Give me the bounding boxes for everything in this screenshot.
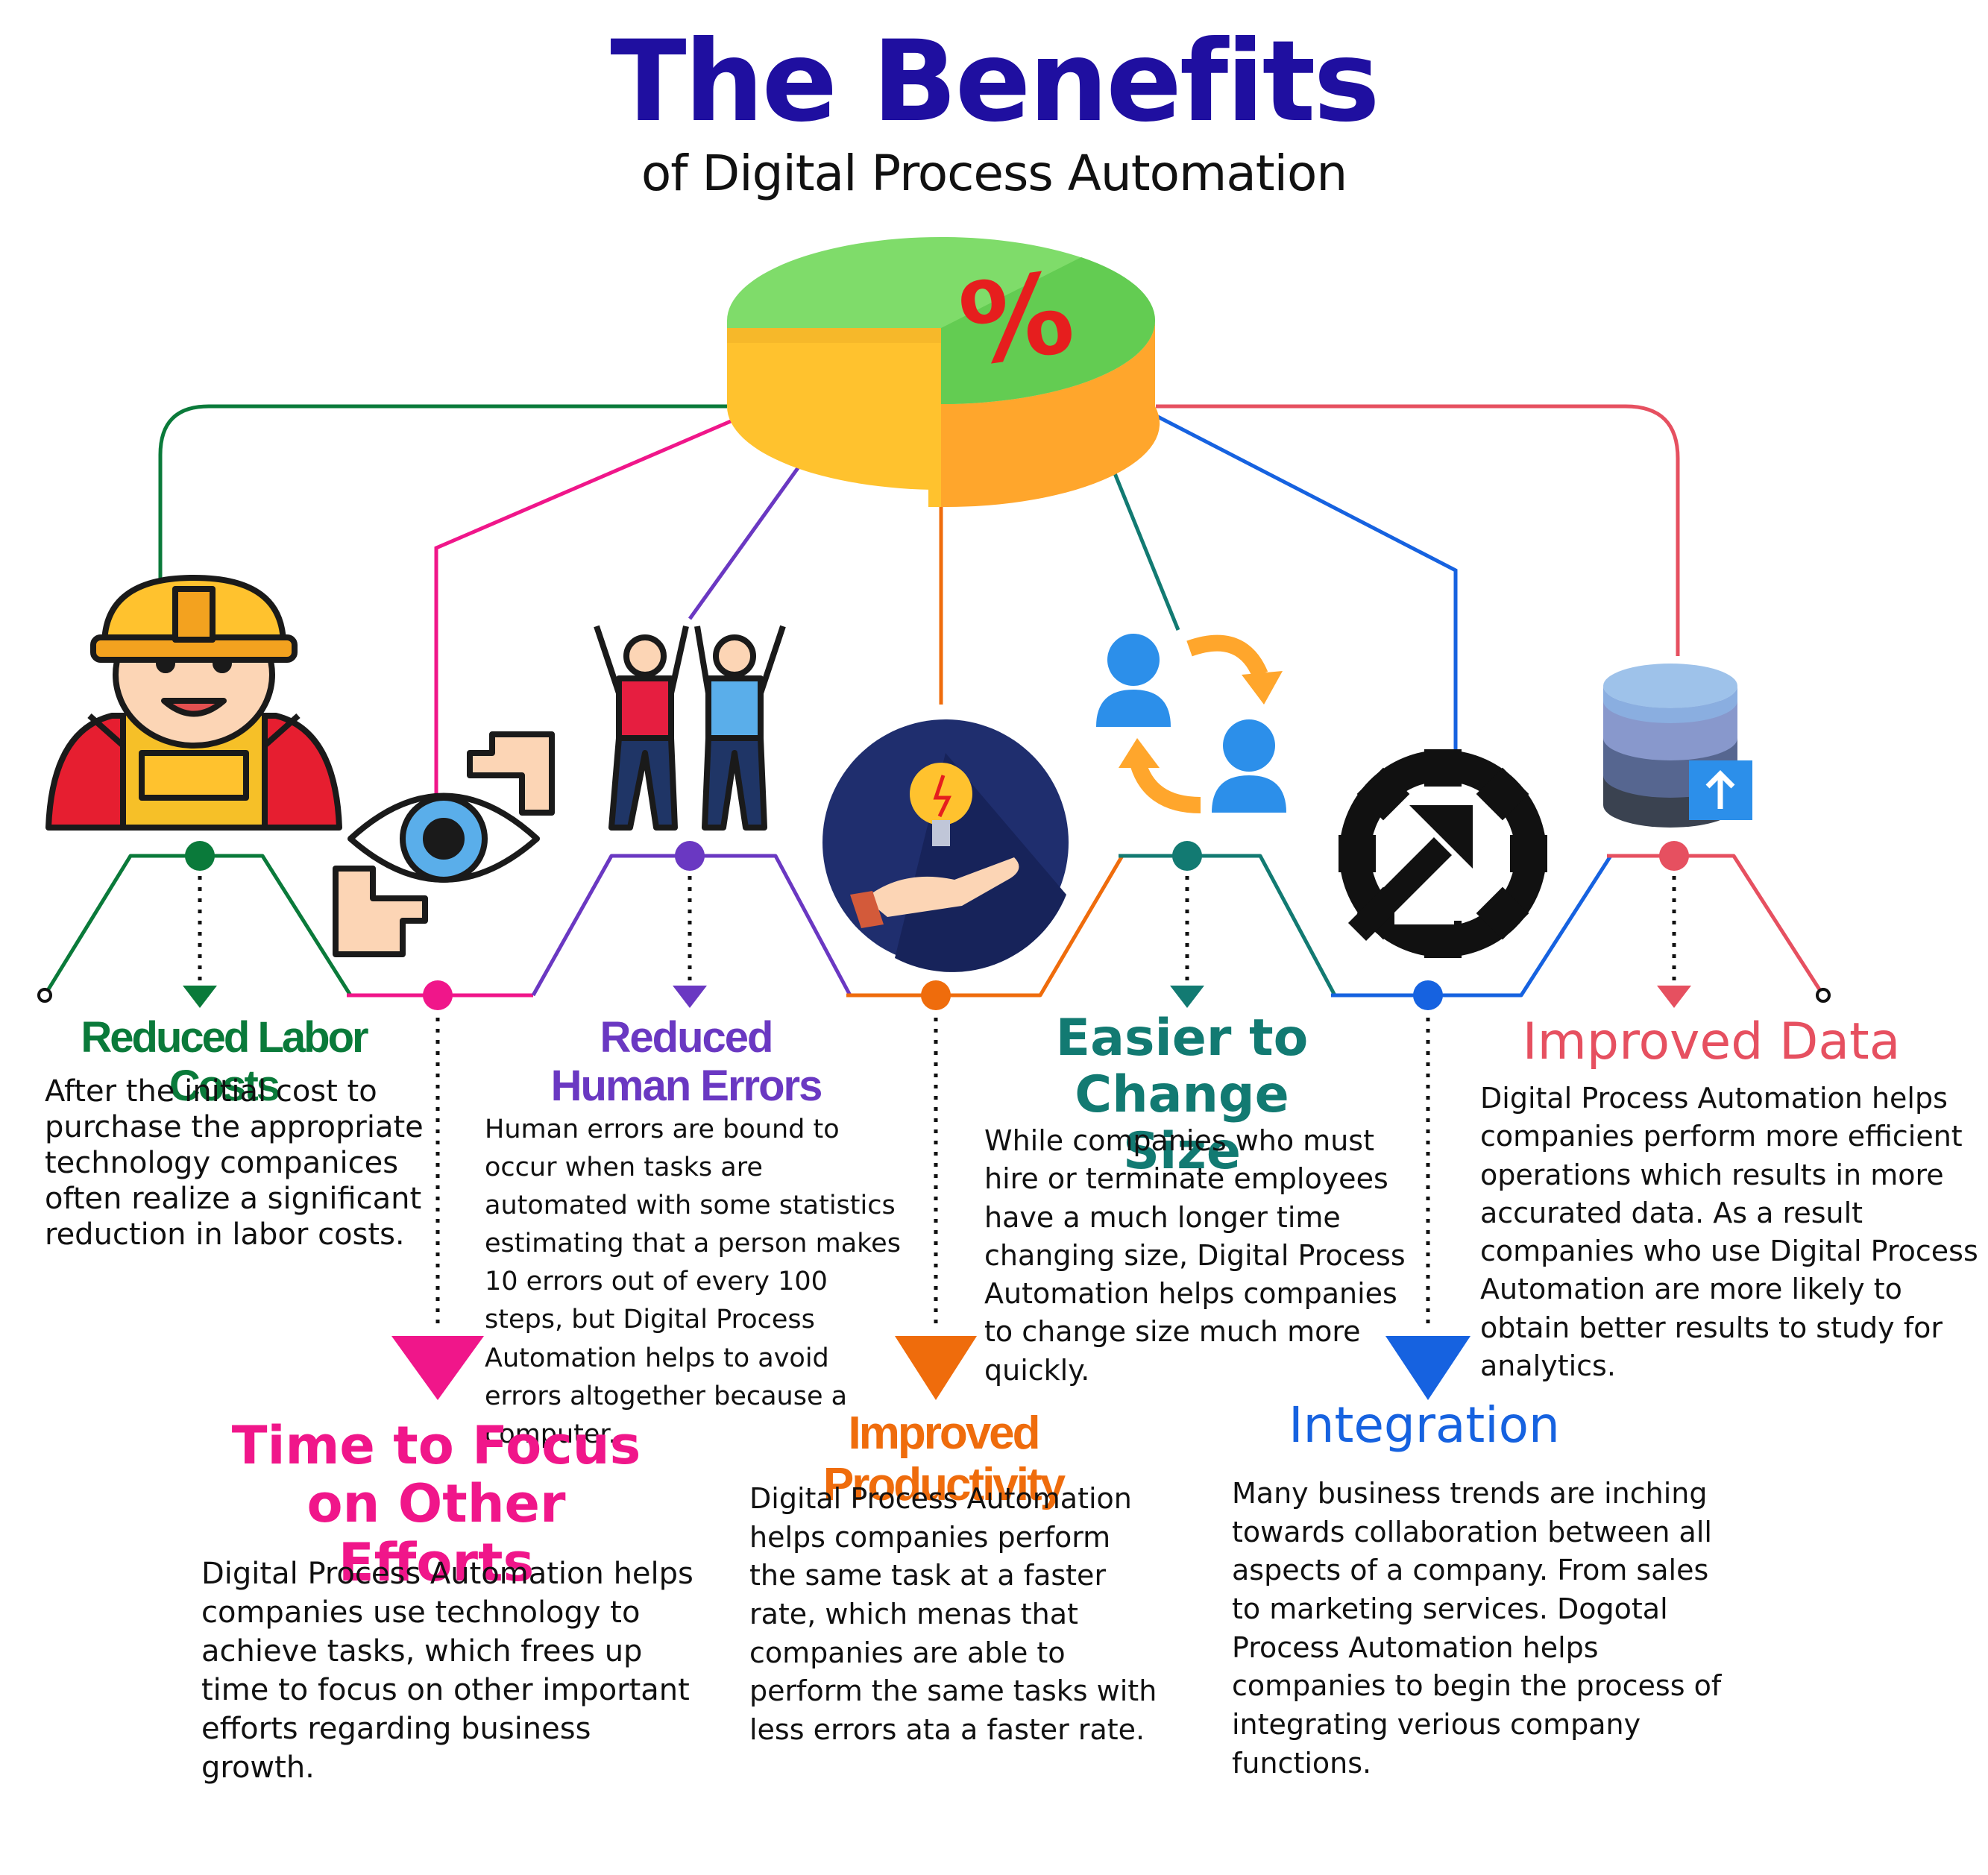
text-labor: After the initial cost to purchase the a… bbox=[45, 1074, 424, 1252]
page-subtitle: of Digital Process Automation bbox=[641, 145, 1347, 202]
text-productivity: Digital Process Automation helps compani… bbox=[749, 1482, 1157, 1747]
construction-worker-icon bbox=[45, 575, 342, 831]
connector-size bbox=[1113, 473, 1180, 631]
eye-focus-frame-icon bbox=[333, 731, 555, 957]
node-size bbox=[1172, 841, 1202, 871]
wave-productivity bbox=[846, 854, 1124, 998]
node-productivity bbox=[921, 980, 951, 1010]
node-data bbox=[1659, 841, 1689, 871]
wave-labor bbox=[43, 854, 353, 997]
node-labor bbox=[185, 841, 215, 871]
pie-chart-percent-icon: % bbox=[727, 237, 1160, 508]
arrow-labor bbox=[183, 986, 217, 1008]
heading-productivity: Improved Productivity bbox=[822, 1408, 1066, 1511]
people-swap-icon bbox=[1096, 634, 1286, 813]
text-errors: Human errors are bound to occur when tas… bbox=[485, 1115, 901, 1449]
heading-errors: Reduced Human Errors bbox=[550, 1013, 823, 1110]
heading-size: Easier to Change Size bbox=[1055, 1009, 1309, 1182]
node-focus bbox=[423, 980, 453, 1010]
arrow-errors bbox=[673, 986, 707, 1008]
arrow-focus bbox=[391, 1336, 484, 1400]
heading-integration: Integration bbox=[1289, 1396, 1560, 1454]
percent-symbol: % bbox=[952, 248, 1081, 391]
heading-focus: Time to Focus on Other Efforts bbox=[231, 1415, 641, 1593]
arrow-productivity bbox=[895, 1336, 977, 1400]
cheering-people-icon bbox=[594, 625, 786, 831]
node-integration bbox=[1413, 980, 1443, 1010]
arrow-data bbox=[1657, 986, 1691, 1008]
page-title: The Benefits bbox=[610, 17, 1380, 147]
arrow-size bbox=[1170, 986, 1204, 1008]
wave-integration bbox=[1331, 854, 1613, 998]
timeline-end-dot bbox=[1816, 988, 1831, 1003]
connector-data bbox=[1156, 404, 1680, 656]
wave-size bbox=[1119, 854, 1337, 997]
arrow-integration bbox=[1385, 1336, 1470, 1400]
timeline-start-dot bbox=[37, 988, 52, 1003]
node-errors bbox=[675, 841, 705, 871]
text-integration: Many business trends are inching towards… bbox=[1232, 1477, 1722, 1780]
connector-integration bbox=[1151, 412, 1458, 749]
database-upload-icon bbox=[1603, 664, 1752, 828]
heading-data: Improved Data bbox=[1522, 1012, 1901, 1071]
gear-arrow-icon bbox=[1339, 749, 1547, 958]
lightbulb-hand-icon bbox=[822, 719, 1069, 972]
text-data: Digital Process Automation helps compani… bbox=[1480, 1082, 1978, 1383]
connector-focus bbox=[434, 419, 732, 794]
text-focus: Digital Process Automation helps compani… bbox=[201, 1557, 693, 1785]
heading-labor: Reduced Labor Costs bbox=[81, 1013, 368, 1110]
wave-data bbox=[1607, 854, 1825, 997]
text-size: While companies who must hire or termina… bbox=[984, 1124, 1406, 1387]
connector-labor bbox=[158, 404, 727, 582]
